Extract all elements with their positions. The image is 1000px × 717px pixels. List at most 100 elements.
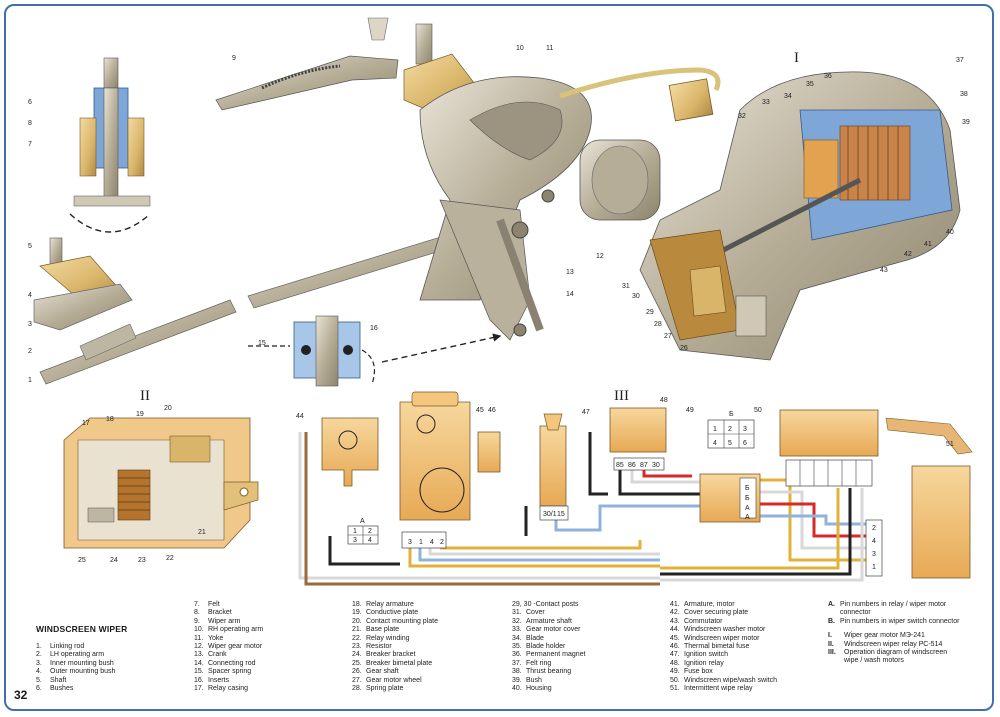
legend-item-label: Gear shaft: [366, 668, 399, 676]
legend-item: 25. Breaker bimetal plate: [352, 660, 438, 668]
legend-item-label: Cover: [526, 609, 545, 617]
legend-item-number: 14.: [194, 659, 204, 667]
callout-42: 42: [904, 251, 912, 258]
legend-item: 51. Intermittent wipe relay: [670, 685, 777, 693]
legend-item-number: 5.: [36, 676, 42, 684]
note-key: III.: [828, 649, 836, 657]
legend-item-number: 44.: [670, 626, 680, 634]
callout-29: 29: [646, 309, 654, 316]
legend-item-label: Inserts: [208, 676, 230, 684]
note-key: [828, 657, 844, 665]
legend-item-number: 35.: [512, 643, 522, 651]
legend-item-number: 51.: [670, 685, 680, 693]
callout-16: 16: [370, 325, 378, 332]
callout-21: 21: [198, 529, 206, 536]
left-bracket: [33, 237, 133, 331]
legend-item-label: Thrust bearing: [526, 668, 572, 676]
legend-item: 23. Resistor: [352, 643, 438, 651]
relay51-pin-3: 3: [872, 551, 876, 558]
legend-item: 33. Gear motor cover: [512, 626, 586, 634]
legend-item-label: Intermittent wipe relay: [684, 685, 753, 693]
legend-item-label: Base plate: [366, 626, 400, 634]
callout-11: 11: [546, 45, 553, 52]
callout-35: 35: [806, 81, 814, 88]
relay51-pin-1: 1: [872, 564, 876, 571]
legend-item-label: Windscreen wiper motor: [684, 634, 760, 642]
grid-b-label: Б: [729, 411, 734, 418]
page-title: WINDSCREEN WIPER: [36, 624, 128, 634]
callout-32: 32: [738, 113, 746, 120]
legend-item-number: 29, 30 -: [512, 601, 536, 608]
callout-39: 39: [962, 119, 970, 126]
legend-item-number: 10.: [194, 626, 204, 634]
legend-item-number: 21.: [352, 626, 362, 634]
legend-item: 42. Cover securing plate: [670, 609, 777, 617]
legend-item-number: 39.: [512, 676, 522, 684]
legend-item-label: Linking rod: [50, 643, 85, 650]
legend-item-label: Felt ring: [526, 659, 552, 667]
callout-38: 38: [960, 91, 968, 98]
bush-detail: [248, 315, 502, 387]
callout-31: 31: [622, 283, 630, 290]
note-text: wipe / wash motors: [844, 657, 904, 665]
legend-item: 11. Yoke: [194, 635, 263, 643]
callout-41: 41: [924, 241, 932, 248]
legend-item-number: 47.: [670, 651, 680, 659]
pin-label-motor-3: 3: [408, 539, 412, 546]
linking-rod: [39, 227, 477, 385]
legend-item: 3. Inner mounting bush: [36, 660, 115, 668]
note-line: I.Wiper gear motor МЭ-241: [828, 632, 959, 640]
legend-item-label: Ignition relay: [684, 659, 724, 667]
callout-3: 3: [28, 321, 32, 328]
legend-item: 28. Spring plate: [352, 685, 438, 693]
legend-item: 16. Inserts: [194, 677, 263, 685]
legend-item-number: 45.: [670, 634, 680, 642]
legend-item-label: Breaker bracket: [366, 651, 416, 659]
callout-44: 44: [296, 413, 304, 420]
note-line: wipe / wash motors: [828, 657, 959, 665]
legend-item: 15. Spacer spring: [194, 668, 263, 676]
legend-item-label: Gear motor cover: [526, 626, 581, 634]
legend-item-label: Inner mounting bush: [50, 659, 114, 667]
callout-17: 17: [82, 420, 90, 427]
legend-item-label: Armature shaft: [526, 617, 572, 625]
note-line: A.Pin numbers in relay / wiper motor: [828, 601, 959, 609]
note-key: I.: [828, 632, 832, 640]
legend-item-number: 46.: [670, 643, 680, 651]
note-text: Windscreen wiper relay РС-514: [844, 640, 943, 648]
legend-item-number: 3.: [36, 659, 42, 667]
fuse-label-b2: Б: [745, 495, 750, 502]
note-text: connector: [840, 609, 871, 617]
legend-item: 32. Armature shaft: [512, 618, 586, 626]
legend-item: 21. Base plate: [352, 626, 438, 634]
legend-item: 13. Crank: [194, 651, 263, 659]
callout-8: 8: [28, 120, 32, 127]
callout-12: 12: [596, 253, 604, 260]
legend-item-label: Thermal bimetal fuse: [684, 643, 750, 651]
callout-1: 1: [28, 377, 32, 384]
pin-label-relay-30: 30: [652, 462, 660, 469]
legend-item: 6. Bushes: [36, 685, 115, 693]
legend-item-label: Relay winding: [366, 634, 410, 642]
callout-25: 25: [78, 557, 86, 564]
legend-item-number: 6.: [36, 685, 42, 693]
legend-item-number: 28.: [352, 685, 362, 693]
legend-item-label: RH operating arm: [208, 626, 264, 634]
legend-item-number: 15.: [194, 668, 204, 676]
legend-item: 18. Relay armature: [352, 601, 438, 609]
legend-item: 1. Linking rod: [36, 643, 115, 651]
legend-item-label: Bushes: [50, 685, 74, 693]
legend-item: 34. Blade: [512, 635, 586, 643]
pin-label-motor-2: 2: [440, 539, 444, 546]
callout-49: 49: [686, 407, 694, 414]
callout-15: 15: [258, 340, 266, 347]
legend-item-label: Armature, motor: [684, 601, 735, 608]
gear-motor-assembly: [367, 17, 721, 341]
legend-item: 41. Armature, motor: [670, 601, 777, 609]
legend-item-number: 9.: [194, 617, 200, 625]
pin-labels: 3 1 4 2 30/1 15 85 86 87 30 Б Б A A Б 1 …: [353, 411, 876, 571]
legend-item: 45. Windscreen wiper motor: [670, 635, 777, 643]
